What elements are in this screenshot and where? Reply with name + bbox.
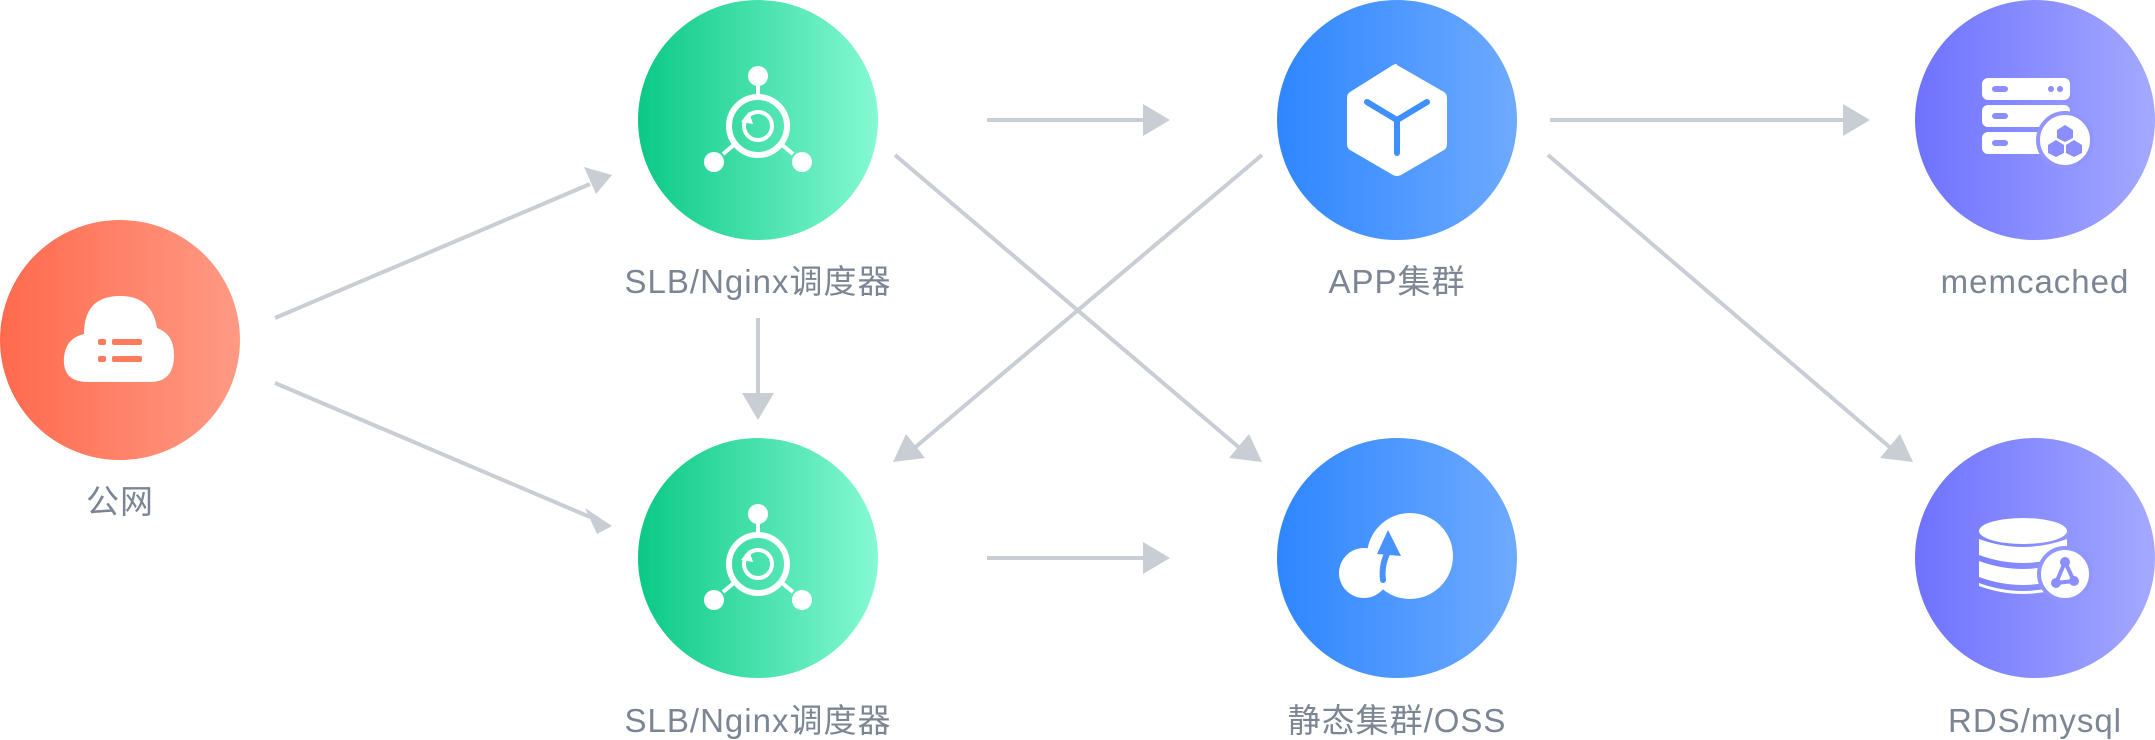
node-slb-bottom: SLB/Nginx调度器	[625, 438, 892, 739]
load-balancer-icon	[704, 504, 812, 610]
edge-public-to-slb-top	[274, 167, 612, 320]
node-slb-top: SLB/Nginx调度器	[625, 0, 892, 300]
node-static-oss: 静态集群/OSS	[1277, 438, 1517, 739]
cloud-upload-icon	[1339, 513, 1453, 599]
edge-public-to-slb-bottom	[274, 381, 612, 534]
label-public-net: 公网	[86, 483, 154, 520]
cloud-list-icon	[63, 296, 174, 382]
node-circle	[638, 438, 878, 678]
edge-app-to-slb-bottom	[893, 153, 1264, 462]
node-public-net: 公网	[0, 220, 240, 520]
server-hexagon-icon	[1982, 78, 2094, 169]
edge-slb-top-to-static	[893, 153, 1262, 462]
load-balancer-icon	[704, 66, 812, 172]
edge-slb-bottom-to-static	[987, 542, 1170, 574]
edge-app-to-memcached	[1550, 104, 1870, 136]
node-rds-mysql: RDS/mysql	[1915, 438, 2155, 739]
cube-icon	[1347, 64, 1447, 176]
label-rds-mysql: RDS/mysql	[1948, 702, 2122, 739]
edge-slb-top-to-slb-bottom	[742, 318, 774, 420]
label-memcached: memcached	[1941, 263, 2130, 300]
node-app-cluster: APP集群	[1277, 0, 1517, 300]
edge-app-to-rds	[1546, 153, 1913, 462]
database-icon	[1979, 518, 2093, 602]
node-memcached: memcached	[1915, 0, 2155, 300]
label-app-cluster: APP集群	[1328, 263, 1465, 300]
node-circle	[638, 0, 878, 240]
label-static-oss: 静态集群/OSS	[1288, 702, 1507, 739]
edges	[274, 104, 1913, 574]
edge-slb-top-to-app	[987, 104, 1170, 136]
label-slb-bottom: SLB/Nginx调度器	[625, 702, 892, 739]
label-slb-top: SLB/Nginx调度器	[625, 263, 892, 300]
